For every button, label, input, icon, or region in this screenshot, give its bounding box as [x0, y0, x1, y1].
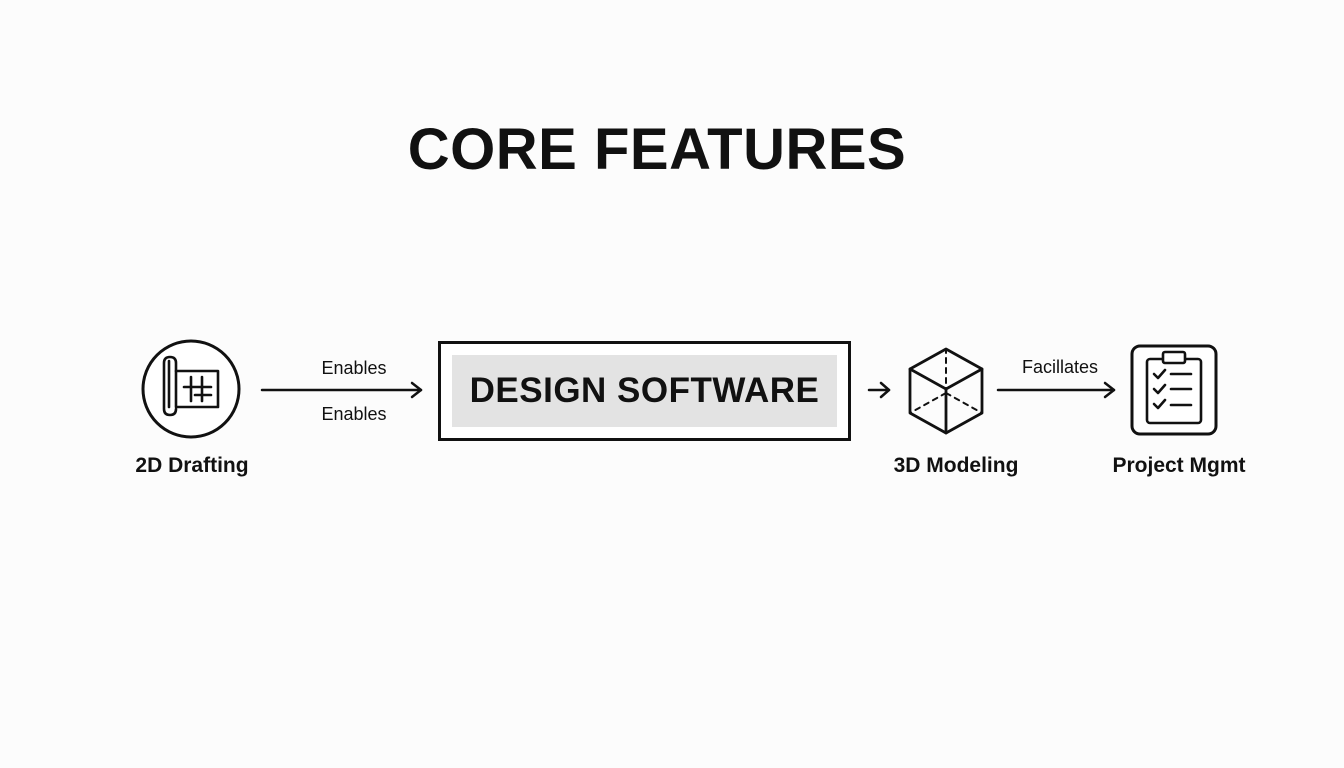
design-software-fill: DESIGN SOFTWARE: [452, 355, 837, 427]
node-label-project-mgmt: Project Mgmt: [1112, 454, 1246, 477]
arrow-center-to-modeling: [867, 381, 891, 399]
design-software-label: DESIGN SOFTWARE: [469, 371, 820, 410]
node-label-2d-drafting: 2D Drafting: [135, 454, 249, 477]
edge-label-enables-bottom: Enables: [321, 404, 387, 424]
edge-label-facillates: Facillates: [1021, 357, 1099, 377]
cube-icon: [908, 347, 984, 435]
arrow-drafting-to-center: [260, 381, 423, 399]
node-label-3d-modeling: 3D Modeling: [893, 454, 1019, 477]
blueprint-icon: [141, 339, 241, 439]
clipboard-checklist-icon: [1130, 344, 1218, 436]
design-software-box: DESIGN SOFTWARE: [438, 341, 851, 441]
diagram-title: CORE FEATURES: [407, 117, 907, 182]
arrow-modeling-to-project: [996, 381, 1116, 399]
edge-label-enables-top: Enables: [321, 358, 387, 378]
